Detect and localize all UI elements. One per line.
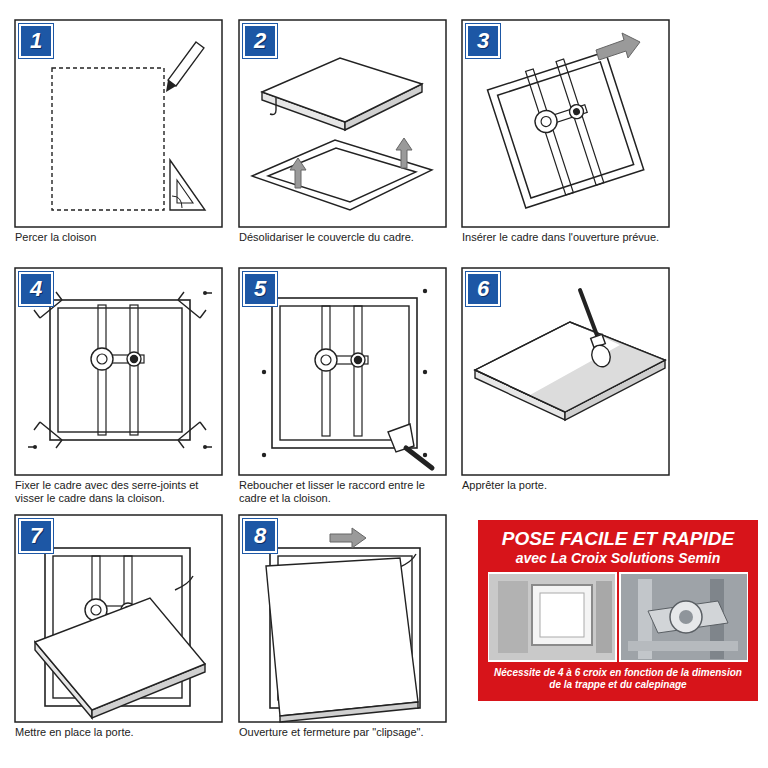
insert-frame-drawing — [486, 33, 644, 208]
step-number-badge: 1 — [21, 26, 51, 56]
promo-title: POSE FACILE ET RAPIDE — [502, 528, 734, 550]
step-number: 4 — [30, 277, 42, 301]
promo-photo-area — [488, 571, 748, 663]
step-number-badge: 8 — [245, 521, 275, 551]
step-number-badge: 7 — [21, 521, 51, 551]
panel-frames — [15, 20, 669, 722]
step-number: 5 — [254, 277, 266, 301]
step-panel: Mettre en place la porte. 7 — [15, 515, 222, 739]
step-panel: Percer la cloison 1 — [15, 20, 222, 244]
step-number: 7 — [30, 524, 42, 548]
step-number: 6 — [477, 277, 489, 301]
step-number-badge: 2 — [245, 26, 275, 56]
step-panel: Reboucher et lisser le raccord entre le … — [239, 268, 446, 505]
step-caption: Insérer le cadre dans l'ouverture prévue… — [462, 231, 669, 244]
step-panel: Insérer le cadre dans l'ouverture prévue… — [462, 20, 669, 244]
step-caption: Apprêter la porte. — [462, 479, 669, 492]
step-number-badge: 6 — [468, 274, 498, 304]
step-panel: Ouverture et fermeture par "clipsage". 8 — [239, 515, 446, 739]
prime-door-drawing — [475, 290, 665, 420]
promo-banner: POSE FACILE ET RAPIDEavec La Croix Solut… — [478, 520, 758, 701]
step-number-badge: 4 — [21, 274, 51, 304]
step-caption: Reboucher et lisser le raccord entre le … — [239, 479, 446, 505]
lid-and-frame-drawing — [252, 58, 432, 210]
promo-note: Nécessite de 4 à 6 croix en fonction de … — [488, 667, 748, 691]
step-number: 1 — [30, 29, 42, 53]
step-caption: Fixer le cadre avec des serre-joints et … — [15, 479, 222, 505]
drill-outline-drawing — [52, 42, 205, 210]
clamp-frame-drawing — [28, 291, 212, 449]
promo-photos — [488, 571, 748, 663]
step-number-badge: 3 — [468, 26, 498, 56]
step-number: 2 — [254, 29, 266, 53]
place-door-drawing — [35, 548, 205, 718]
step-caption: Mettre en place la porte. — [15, 726, 222, 739]
promo-subtitle: avec La Croix Solutions Semin — [516, 550, 721, 567]
step-caption: Ouverture et fermeture par "clipsage". — [239, 726, 446, 739]
step-number: 3 — [477, 29, 489, 53]
step-panel: Apprêter la porte. 6 — [462, 268, 669, 492]
step-number-badge: 5 — [245, 274, 275, 304]
filler-frame-drawing — [262, 289, 432, 468]
step-number: 8 — [254, 524, 266, 548]
close-door-drawing — [266, 528, 420, 722]
step-caption: Percer la cloison — [15, 231, 222, 244]
step-panel: Fixer le cadre avec des serre-joints et … — [15, 268, 222, 505]
step-caption: Désolidariser le couvercle du cadre. — [239, 231, 446, 244]
step-panel: Désolidariser le couvercle du cadre. 2 — [239, 20, 446, 244]
